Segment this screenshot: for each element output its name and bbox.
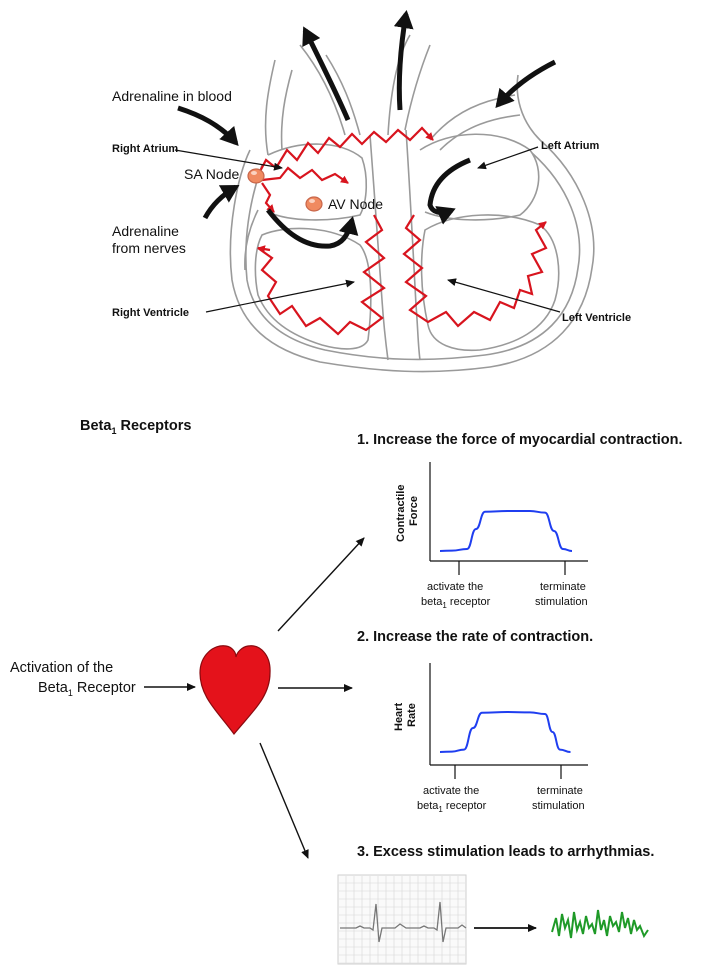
ecg-grid — [339, 876, 465, 964]
chart-contractile-force: Contractile Force activate the beta1 rec… — [395, 462, 588, 610]
chart1-activate-line1: activate the — [427, 581, 483, 593]
chart2-activate-line2: beta1 receptor — [417, 800, 487, 814]
pulmonary-artery — [299, 44, 361, 136]
left-atrium-wall — [419, 133, 540, 221]
heart-icon — [199, 645, 271, 735]
heart-outer-outline-2 — [245, 152, 581, 361]
beta-title-sub: 1 — [111, 426, 116, 436]
pointer-right-ventricle — [205, 279, 355, 313]
chart2-activate-sub: 1 — [438, 805, 443, 814]
beta-receptors-title: Beta1 Receptors — [80, 418, 191, 436]
pulmonary-vein — [429, 94, 521, 151]
chart1-activate-line2: beta1 receptor — [421, 596, 491, 610]
beta-title-rest: Receptors — [116, 418, 191, 434]
flow-arrow-up-aorta — [393, 10, 414, 111]
pointer-left-atrium — [477, 146, 539, 170]
adrenaline-nerves-arrow — [202, 184, 240, 220]
pointer-right-atrium — [174, 149, 283, 171]
label-right-ventricle: Right Ventricle — [112, 307, 189, 319]
label-sa-node: SA Node — [184, 166, 239, 182]
arrow-to-effect-3 — [259, 742, 309, 859]
conduction-septum-right — [257, 214, 386, 336]
av-node — [305, 196, 323, 212]
conduction-sa-down — [261, 182, 275, 213]
label-left-atrium: Left Atrium — [541, 140, 599, 152]
heart-outer-outline — [229, 74, 595, 373]
chart2-curve — [439, 710, 571, 753]
activation-line-1: Activation of the — [10, 660, 113, 676]
activation-line-2-sub: 1 — [68, 688, 73, 698]
beta-title-main: Beta — [80, 418, 112, 434]
chart2-ylabel-1: Heart — [393, 703, 405, 731]
label-adrenaline-blood: Adrenaline in blood — [112, 88, 232, 104]
sa-node — [247, 168, 265, 184]
chart2-terminate-line2: stimulation — [532, 800, 585, 812]
septum — [369, 134, 389, 361]
chart-heart-rate: Heart Rate activate the beta1 receptor t… — [393, 663, 588, 814]
conduction-atrial-path — [256, 126, 434, 178]
flow-arrow-left-atrium — [427, 157, 471, 225]
effect-1: 1. Increase the force of myocardial cont… — [357, 432, 683, 448]
pointer-left-ventricle — [447, 278, 561, 313]
vena-cava-lower — [244, 209, 259, 271]
conduction-septum-left — [402, 214, 548, 328]
chart1-curve — [439, 510, 573, 552]
chart1-activate-main: beta — [421, 596, 443, 608]
arrhythmia-trace — [551, 909, 649, 939]
chart2-activate-rest: receptor — [443, 800, 487, 812]
sa-node-highlight — [251, 171, 257, 175]
label-adrenaline-nerves-1: Adrenaline — [112, 223, 179, 239]
arrow-to-effect-1 — [277, 537, 365, 632]
flow-arrow-right-atrium — [266, 208, 359, 249]
conduction-septum-right-head — [257, 245, 271, 254]
chart2-terminate-line1: terminate — [537, 785, 583, 797]
conduction-sa-av-path — [261, 166, 349, 184]
label-right-atrium: Right Atrium — [112, 143, 178, 155]
ecg-strip — [337, 874, 467, 965]
septum-2 — [405, 129, 421, 361]
chart2-activate-line1: activate the — [423, 785, 479, 797]
adrenaline-blood-arrow — [177, 105, 239, 146]
chart2-activate-main: beta — [417, 800, 439, 812]
chart2-ylabel-2: Rate — [406, 703, 418, 727]
activation-line-2-rest: Receptor — [73, 680, 136, 696]
chart1-terminate-line1: terminate — [540, 581, 586, 593]
activation-line-2: Beta1 Receptor — [38, 680, 136, 698]
right-ventricle-wall — [254, 227, 372, 350]
av-node-highlight — [309, 199, 315, 203]
chart1-terminate-line2: stimulation — [535, 596, 588, 608]
aorta — [387, 34, 431, 136]
left-ventricle-wall — [420, 214, 560, 352]
flow-arrow-pulm-vein — [495, 59, 557, 109]
chart1-ylabel-2: Force — [408, 496, 420, 526]
chart1-activate-rest: receptor — [447, 596, 491, 608]
heart-anatomy: Adrenaline in blood Right Atrium SA Node… — [112, 10, 631, 373]
label-adrenaline-nerves-2: from nerves — [112, 240, 186, 256]
chart1-activate-sub: 1 — [442, 601, 447, 610]
chart1-ylabel-1: Contractile — [395, 485, 407, 542]
effect-2: 2. Increase the rate of contraction. — [357, 629, 593, 645]
label-av-node: AV Node — [328, 196, 383, 212]
activation-line-2-main: Beta — [38, 680, 69, 696]
flow-arrow-up-left — [302, 26, 351, 121]
ecg-trace — [340, 901, 467, 943]
right-atrium-wall — [267, 143, 368, 221]
label-left-ventricle: Left Ventricle — [562, 312, 631, 324]
effect-3: 3. Excess stimulation leads to arrhythmi… — [357, 844, 654, 860]
vena-cava — [264, 59, 293, 156]
